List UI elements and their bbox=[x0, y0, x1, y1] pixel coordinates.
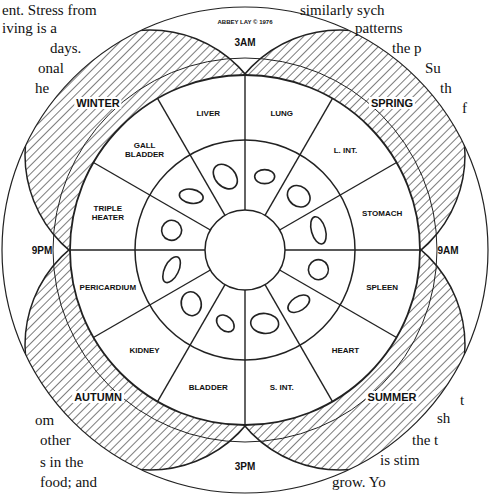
organ-label: S. INT. bbox=[253, 383, 311, 392]
organ-label: TRIPLE HEATER bbox=[79, 204, 137, 222]
body-text: food; and bbox=[40, 474, 97, 490]
segment-spoke bbox=[280, 163, 397, 231]
time-label: 3AM bbox=[234, 37, 255, 48]
body-text: days. bbox=[50, 40, 81, 56]
body-text: t bbox=[460, 392, 464, 408]
body-text: s in the bbox=[40, 454, 83, 470]
segment-spoke bbox=[93, 270, 210, 338]
body-text: onal bbox=[38, 60, 64, 76]
season-label: WINTER bbox=[74, 97, 121, 109]
organ-sketch bbox=[213, 312, 237, 336]
body-text: ent. Stress from bbox=[2, 2, 97, 18]
body-text: similarly sych bbox=[300, 2, 385, 18]
organ-sketch bbox=[158, 217, 185, 244]
body-text: th bbox=[440, 80, 452, 96]
body-text: grow. Yo bbox=[332, 474, 386, 490]
segment-spoke bbox=[280, 270, 397, 338]
organ-label: HEART bbox=[316, 346, 374, 355]
time-label: 9AM bbox=[437, 245, 458, 256]
organ-sketch bbox=[179, 290, 203, 317]
segment-spoke bbox=[70, 249, 205, 250]
segment-spoke bbox=[285, 249, 420, 250]
organ-label: BLADDER bbox=[179, 383, 237, 392]
body-text: patterns bbox=[355, 20, 402, 36]
body-text: iving is a bbox=[2, 20, 57, 36]
organ-sketch bbox=[285, 291, 313, 316]
body-text: is stim bbox=[380, 452, 420, 468]
organ-sketch bbox=[255, 170, 275, 184]
body-text: Su bbox=[425, 60, 441, 76]
body-text: the p bbox=[392, 40, 422, 56]
organ-sketch bbox=[178, 187, 204, 205]
body-text: other bbox=[40, 432, 71, 448]
body-text: sh bbox=[437, 410, 450, 426]
organ-sketch bbox=[305, 257, 331, 283]
organ-label: GALL BLADDER bbox=[116, 141, 174, 159]
body-text: he bbox=[35, 80, 49, 96]
time-label: 3PM bbox=[235, 461, 256, 472]
segment-spoke bbox=[244, 290, 245, 425]
season-label: SPRING bbox=[369, 97, 415, 109]
body-text: the t bbox=[412, 432, 438, 448]
organ-label: LIVER bbox=[179, 108, 237, 117]
organ-label: KIDNEY bbox=[116, 346, 174, 355]
organ-sketch bbox=[283, 181, 314, 211]
body-text: f bbox=[462, 100, 467, 116]
organ-label: STOMACH bbox=[353, 209, 411, 218]
season-label: SUMMER bbox=[366, 391, 419, 403]
organ-label: PERICARDIUM bbox=[79, 282, 137, 291]
credit-text: ABBEY LAY © 1976 bbox=[217, 19, 272, 25]
time-label: 9PM bbox=[32, 245, 53, 256]
body-text: om bbox=[35, 412, 54, 428]
organ-sketch bbox=[308, 215, 329, 246]
organ-label: SPLEEN bbox=[353, 282, 411, 291]
organ-sketch bbox=[250, 312, 280, 334]
organ-sketch bbox=[159, 254, 184, 285]
organ-label: LUNG bbox=[253, 108, 311, 117]
season-label: AUTUMN bbox=[72, 391, 124, 403]
organ-label: L. INT. bbox=[316, 145, 374, 154]
organ-sketch bbox=[208, 160, 242, 194]
segment-spoke bbox=[244, 75, 245, 210]
